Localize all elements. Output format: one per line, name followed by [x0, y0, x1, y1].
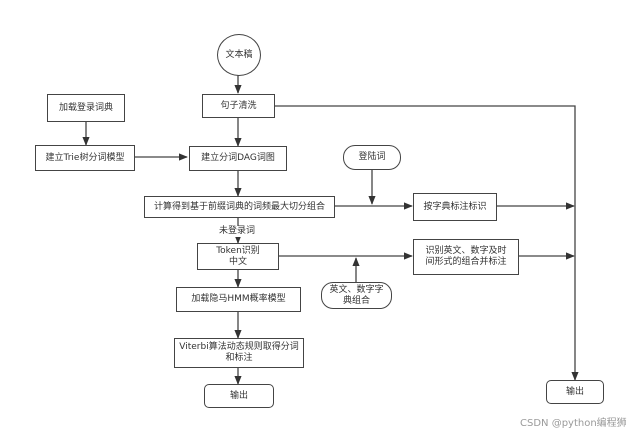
node-sentence-clean: 句子清洗: [202, 94, 275, 118]
node-label: 计算得到基于前缀词典的词频最大切分组合: [153, 201, 325, 212]
node-label: 输出: [229, 390, 248, 401]
node-login-words: 登陆词: [343, 145, 401, 170]
node-build-dag: 建立分词DAG词图: [189, 146, 287, 171]
node-viterbi: Viterbi算法动态规则取得分词和标注: [174, 338, 304, 368]
node-dict-tag: 按字典标注标识: [413, 193, 497, 221]
node-label: 识别英文、数字及时间形式的组合并标注: [425, 246, 507, 267]
node-label: 英文、数字字典组合: [329, 284, 384, 306]
node-label: 登陆词: [358, 152, 386, 162]
node-label: 加载隐马HMM概率模型: [191, 294, 286, 304]
node-label: 按字典标注标识: [423, 201, 487, 212]
node-label: 加载登录词典: [58, 102, 113, 113]
node-label: 建立Trie树分词模型: [45, 152, 125, 163]
node-token-chinese: Token识别中文: [197, 243, 279, 270]
node-label: Viterbi算法动态规则取得分词和标注: [179, 342, 299, 363]
edge-label-unregistered: 未登录词: [219, 226, 256, 237]
node-label: 建立分词DAG词图: [201, 153, 275, 163]
node-en-num-dict: 英文、数字字典组合: [321, 282, 392, 309]
node-label: 输出: [565, 386, 584, 397]
node-max-prob-split: 计算得到基于前缀词典的词频最大切分组合: [144, 196, 335, 218]
node-output-right: 输出: [546, 380, 604, 404]
node-en-num-recognize: 识别英文、数字及时间形式的组合并标注: [413, 239, 519, 275]
node-load-dict: 加载登录词典: [47, 94, 125, 122]
node-label: 文本稿: [225, 49, 253, 60]
node-build-trie: 建立Trie树分词模型: [35, 145, 135, 171]
node-output-left: 输出: [204, 384, 274, 408]
watermark: CSDN @python编程狮: [520, 418, 627, 429]
node-label: 句子清洗: [220, 100, 257, 111]
node-source-text: 文本稿: [217, 34, 261, 76]
node-load-hmm: 加载隐马HMM概率模型: [176, 287, 301, 312]
node-label: Token识别中文: [216, 245, 260, 267]
